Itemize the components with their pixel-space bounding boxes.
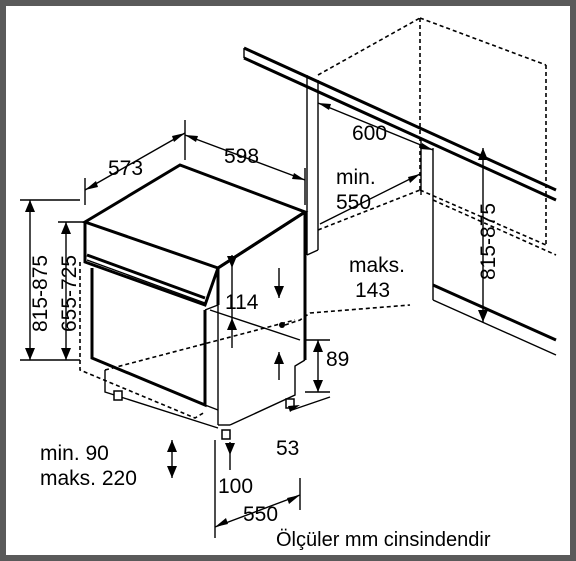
dim-panel-114: 114: [225, 291, 259, 314]
dim-plinth-min: min. 90: [40, 442, 109, 465]
dim-width-598: 598: [224, 145, 259, 168]
dim-niche-min-label: min.: [336, 166, 376, 189]
installation-diagram: 573 598 600 min. 550 maks. 143 114 89 53…: [20, 17, 557, 551]
dim-height-655-725: 655-725: [58, 255, 81, 332]
dim-height-815-875-left: 815-875: [29, 255, 52, 332]
dim-max-label: maks.: [349, 254, 405, 277]
dim-niche-width-600: 600: [352, 122, 387, 145]
caption: Ölçüler mm cinsindendir: [276, 529, 491, 551]
dim-plinth-89: 89: [326, 348, 349, 371]
dim-niche-height-815-875: 815-875: [477, 203, 500, 280]
niche-outline: [243, 17, 557, 356]
dim-depth-550: 550: [243, 503, 278, 526]
dimension-arrows: [25, 103, 488, 527]
dim-plinth-53: 53: [276, 437, 299, 460]
dim-depth-573: 573: [108, 157, 143, 180]
dim-max-143: 143: [355, 279, 390, 302]
dim-plinth-100: 100: [218, 475, 253, 498]
dim-plinth-max: maks. 220: [40, 467, 137, 490]
dimension-lines: [20, 102, 484, 538]
diagram-frame: 573 598 600 min. 550 maks. 143 114 89 53…: [6, 6, 570, 555]
dim-niche-min-550: 550: [336, 191, 371, 214]
